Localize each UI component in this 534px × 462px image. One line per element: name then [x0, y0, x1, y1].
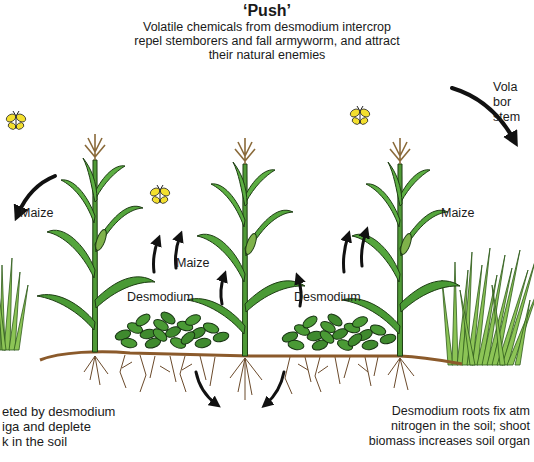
illustration-part — [362, 232, 367, 266]
illustration-part — [0, 270, 6, 350]
plant-label: Maize — [441, 206, 474, 221]
grass-right — [442, 248, 534, 365]
note-line: k in the soil — [2, 434, 67, 450]
illustration-part — [492, 285, 505, 365]
plant-label: Desmodium — [294, 290, 361, 305]
note-line: eted by desmodium — [2, 404, 115, 420]
illustration-part — [285, 357, 378, 394]
description-text: Volatile chemicals from desmodium interc… — [129, 20, 405, 62]
cut-note: bor — [493, 95, 511, 110]
illustration-part — [452, 262, 458, 365]
moth-symbol — [349, 106, 371, 126]
plant-label: Maize — [20, 206, 53, 221]
moth-symbol — [149, 185, 171, 205]
illustration-part — [154, 240, 159, 272]
cut-note: Vola — [493, 80, 517, 95]
desmodium-clump — [114, 310, 230, 351]
note-line: nitrogen in the soil; shoot — [391, 419, 530, 434]
desmodium-clump — [281, 312, 397, 353]
grass-left — [0, 258, 28, 350]
illustration-part — [84, 356, 108, 385]
illustration-part — [388, 358, 414, 390]
plant-label: Maize — [176, 256, 209, 271]
volatile-arrows — [18, 88, 514, 404]
illustration-part — [515, 300, 530, 365]
illustration-part — [507, 285, 534, 365]
illustration-part — [442, 280, 453, 365]
illustration-part — [230, 358, 262, 400]
plant-label: Desmodium — [127, 290, 194, 305]
note-line: biomass increases soil organ — [369, 434, 530, 449]
illustration-part — [14, 285, 28, 350]
note-line: Desmodium roots fix atm — [392, 404, 530, 419]
illustration-part — [344, 236, 349, 272]
cut-note: stem — [493, 110, 520, 125]
illustration-part — [122, 362, 368, 373]
illustration-part — [221, 276, 224, 304]
roots — [84, 355, 414, 400]
illustration-part — [266, 372, 284, 404]
diagram-title: ‘Push’ — [167, 1, 367, 20]
moth-symbol — [5, 111, 27, 131]
illustration-part — [460, 290, 475, 365]
note-line: iga and deplete — [2, 419, 91, 435]
illustration-part — [196, 372, 216, 404]
